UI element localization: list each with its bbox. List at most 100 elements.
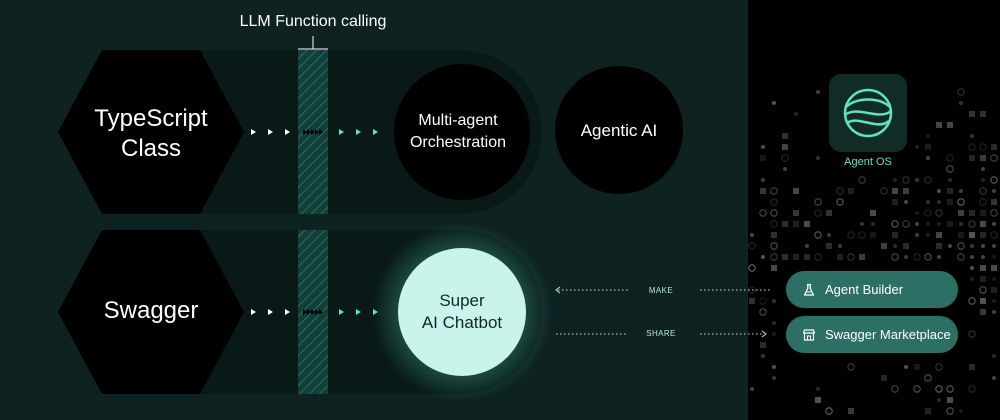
top-flow-arrows-dense <box>303 129 323 135</box>
texture-dot <box>870 210 876 216</box>
texture-dot <box>991 265 997 271</box>
texture-dot <box>957 88 965 96</box>
texture-dot <box>892 188 898 194</box>
texture-dot <box>979 143 987 151</box>
agentic-ai-label: Agentic AI <box>580 121 658 140</box>
texture-dot <box>937 255 941 259</box>
texture-dot <box>770 187 778 195</box>
texture-dot <box>968 143 976 151</box>
texture-dot <box>748 242 756 250</box>
texture-dot <box>937 222 941 226</box>
texture-dot <box>827 233 831 237</box>
texture-dot <box>948 178 952 182</box>
texture-dot <box>913 385 921 393</box>
texture-dot <box>837 254 843 260</box>
texture-dot <box>957 198 965 206</box>
texture-dot <box>926 134 930 138</box>
texture-dot <box>805 244 809 248</box>
texture-dot <box>793 254 799 260</box>
texture-dot <box>991 199 997 205</box>
texture-dot <box>881 375 887 381</box>
agent-os-tile[interactable] <box>829 74 907 152</box>
texture-dot <box>915 178 919 182</box>
texture-dot <box>947 397 953 403</box>
texture-dot <box>750 387 754 391</box>
texture-dot <box>992 255 996 259</box>
texture-dot <box>838 244 842 248</box>
texture-dot <box>804 221 810 227</box>
texture-dot <box>957 242 965 250</box>
texture-dot <box>926 233 930 237</box>
texture-dot <box>891 253 899 261</box>
texture-dot <box>992 376 996 380</box>
texture-dot <box>980 210 986 216</box>
texture-dot <box>936 122 942 128</box>
texture-dot <box>924 209 932 217</box>
texture-dot <box>924 176 932 184</box>
texture-dot <box>826 243 832 249</box>
typescript-class-label: TypeScript Class <box>60 104 242 164</box>
texture-dot <box>772 332 776 336</box>
texture-dot <box>969 155 975 161</box>
super-ai-chatbot-label: Super AI Chatbot <box>398 290 526 334</box>
share-label: SHARE <box>646 329 676 338</box>
texture-dot <box>981 167 985 171</box>
texture-dot <box>937 189 941 193</box>
texture-dot <box>937 398 941 402</box>
texture-dot <box>761 354 765 358</box>
texture-dot <box>781 154 789 162</box>
texture-dot <box>980 155 986 161</box>
texture-dot <box>904 365 908 369</box>
texture-dot <box>970 277 974 281</box>
texture-dot <box>815 397 821 403</box>
texture-dot <box>816 90 820 94</box>
typescript-class-hexagon <box>58 50 244 214</box>
texture-dot <box>772 299 776 303</box>
texture-dot <box>770 242 778 250</box>
texture-dot <box>770 198 778 206</box>
texture-dot <box>893 178 897 182</box>
swagger-marketplace-button[interactable]: Swagger Marketplace <box>786 316 958 353</box>
texture-dot <box>770 220 778 228</box>
texture-dot <box>903 188 909 194</box>
texture-dot <box>915 211 919 215</box>
agentic-ai-node <box>555 66 683 194</box>
typescript-class-label-line-1: TypeScript <box>94 105 208 132</box>
top-flow-arrows-white <box>251 129 290 135</box>
flask-icon <box>802 283 816 297</box>
texture-dot <box>926 222 930 226</box>
texture-dot <box>814 198 822 206</box>
texture-dot <box>847 363 855 371</box>
texture-dot <box>979 198 987 206</box>
texture-dot <box>759 209 767 217</box>
texture-dot <box>970 255 974 259</box>
texture-dot <box>871 222 875 226</box>
texture-dot <box>970 244 974 248</box>
texture-dot <box>770 253 778 261</box>
texture-dot <box>946 165 954 173</box>
make-connector <box>555 286 770 294</box>
agent-os-label: Agent OS <box>844 156 892 168</box>
texture-dot <box>947 221 953 227</box>
texture-dot <box>980 232 986 238</box>
agent-builder-label: Agent Builder <box>825 282 904 297</box>
texture-dot <box>858 176 866 184</box>
texture-dot <box>926 156 930 160</box>
agent-builder-button[interactable]: Agent Builder <box>786 271 958 308</box>
texture-dot <box>914 364 920 370</box>
texture-dot <box>980 265 986 271</box>
texture-dot <box>947 199 953 205</box>
texture-dot <box>893 244 897 248</box>
texture-dot <box>782 133 788 139</box>
texture-dot <box>947 122 953 128</box>
multi-agent-label-line-1: Multi-agent <box>418 112 498 129</box>
swagger-marketplace-label: Swagger Marketplace <box>825 327 951 342</box>
texture-dot <box>936 243 942 249</box>
bottom-flow-arrows-dense <box>303 309 323 315</box>
texture-dot <box>847 231 855 239</box>
texture-dot <box>969 210 975 216</box>
texture-dot <box>848 188 854 194</box>
texture-dot <box>759 308 767 316</box>
